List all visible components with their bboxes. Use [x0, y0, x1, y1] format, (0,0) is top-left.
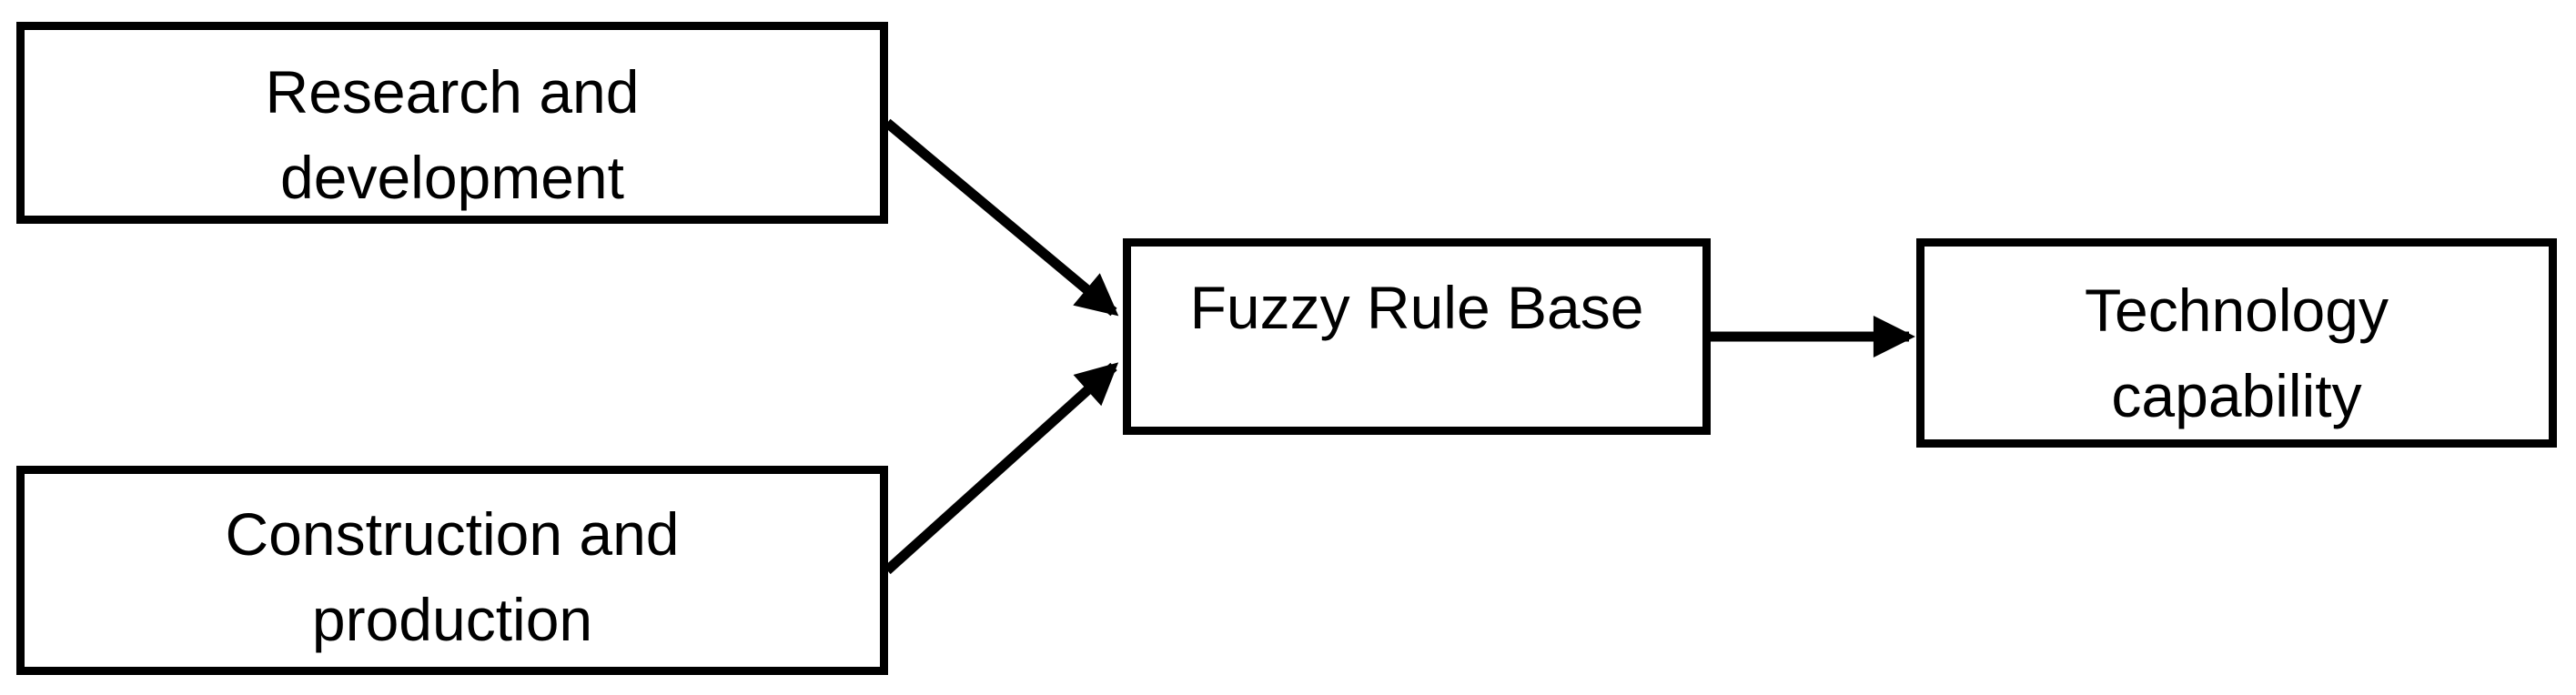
- node-label-line: capability: [2111, 362, 2362, 429]
- node-label-line: development: [280, 144, 624, 211]
- node-label: Construction and production: [226, 492, 680, 662]
- node-label-line: production: [311, 586, 593, 653]
- node-fuzzy-rule-base: Fuzzy Rule Base: [1123, 238, 1711, 435]
- edge-research-to-fuzzy: [884, 118, 1119, 317]
- node-label-line: Research and: [265, 58, 640, 126]
- node-label-line: Technology: [2085, 277, 2389, 345]
- node-label-line: Fuzzy Rule Base: [1189, 274, 1644, 342]
- node-label-line: Construction and: [225, 500, 680, 569]
- node-construction-and-production: Construction and production: [16, 466, 888, 675]
- node-technology-capability: Technology capability: [1916, 238, 2557, 448]
- edge-construction-to-fuzzy: [884, 362, 1119, 575]
- node-label: Research and development: [266, 50, 640, 220]
- node-research-and-development: Research and development: [16, 22, 888, 224]
- node-label: Technology capability: [2085, 268, 2389, 438]
- node-label: Fuzzy Rule Base: [1190, 266, 1644, 351]
